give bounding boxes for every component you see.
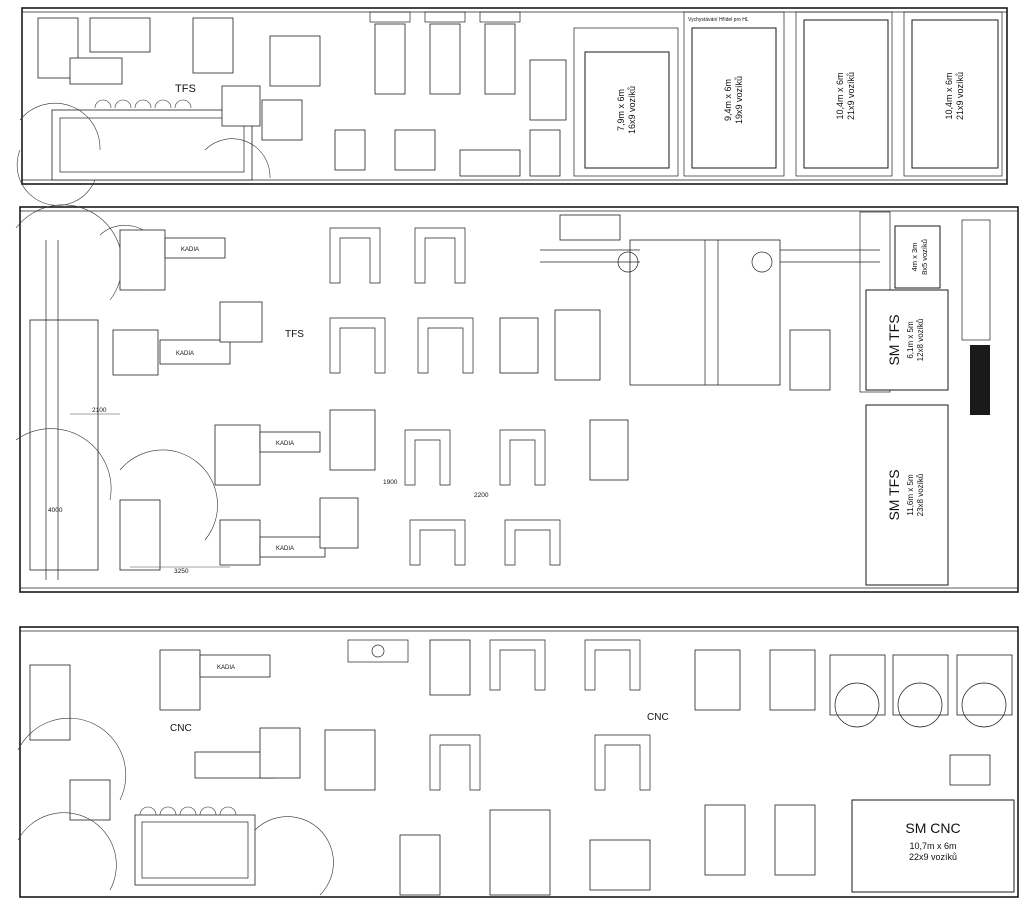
hall-1-tfs-label: TFS [175, 83, 196, 95]
dim-1900: 1900 [383, 479, 398, 486]
dim-2200: 2200 [474, 492, 489, 499]
hall-2-long-unit [29, 319, 99, 571]
sm-tfs-extra-capacity: 8x5 vozíků [920, 239, 929, 275]
hall-3: CNC KADIA CNC [17, 626, 1019, 898]
hall-1-workstations [334, 11, 567, 177]
sm-tfs-large-size: 11,6m x 5m [906, 474, 915, 516]
sm-tfs-extra: 4m x 3m 8x5 vozíků [894, 225, 941, 289]
hall-2-outline [19, 206, 1019, 593]
hall-3-cnc-label-right: CNC [647, 712, 669, 723]
sm-tfs-small: SM TFS 6,1m x 5m 12x8 vozíků [859, 211, 949, 393]
kadia-label-3: KADIA [276, 441, 294, 447]
hall-1: TFS Vychystávání Hřídel pro HL 7,9m x 6m… [16, 7, 1008, 206]
hall-1-header-note: Vychystávání Hřídel pro HL [688, 17, 749, 23]
dim-4000: 4000 [48, 507, 63, 514]
hall-3-machining-centers [694, 649, 1013, 876]
hall-3-outline [19, 626, 1019, 898]
sm-cnc-capacity: 22x9 vozíků [909, 852, 957, 862]
sm-tfs-large-title: SM TFS [886, 469, 902, 520]
hall-3-conveyor-cells [347, 639, 651, 896]
hall-1-storage-3: 10,4m x 6m 21x9 vozíků [795, 11, 893, 177]
storage-1-size: 7,9m x 6m [616, 89, 626, 131]
sm-tfs-extra-size: 4m x 3m [910, 243, 919, 272]
kadia-label-1: KADIA [181, 247, 199, 253]
sm-cnc-storage: SM CNC 10,7m x 6m 22x9 vozíků [851, 799, 1015, 893]
sm-cnc-size: 10,7m x 6m [909, 841, 956, 851]
hall-1-line-frame [51, 109, 253, 181]
sm-tfs-small-title: SM TFS [886, 314, 902, 365]
kadia-label-2: KADIA [176, 351, 194, 357]
sm-tfs-small-size: 6,1m x 5m [906, 321, 915, 359]
hall-2-central-cell [540, 214, 880, 391]
sm-cnc-title: SM CNC [905, 820, 960, 836]
storage-4-capacity: 21x9 vozíků [955, 72, 965, 120]
dim-2100: 2100 [92, 407, 107, 414]
kadia-label-4: KADIA [276, 546, 294, 552]
hall-2: KADIA KADIA KADIA KADIA TFS 2100 4000 32… [15, 204, 1019, 593]
sm-tfs-large: SM TFS 11,6m x 5m 23x8 vozíků [865, 404, 949, 586]
sm-tfs-small-capacity: 12x8 vozíků [916, 319, 925, 362]
storage-2-size: 9,4m x 6m [723, 79, 733, 121]
storage-1-capacity: 16x9 vozíků [627, 86, 637, 134]
sm-tfs-large-capacity: 23x8 vozíků [916, 474, 925, 517]
storage-4-size: 10,4m x 6m [944, 72, 954, 119]
storage-3-size: 10,4m x 6m [835, 72, 845, 119]
hall-1-storage-1: 7,9m x 6m 16x9 vozíků [573, 27, 679, 177]
hall-3-cnc-label-left: CNC [170, 723, 192, 734]
dim-3250: 3250 [174, 568, 189, 575]
storage-2-capacity: 19x9 vozíků [734, 76, 744, 124]
hall-2-conveyor-cells [329, 227, 629, 566]
storage-3-capacity: 21x9 vozíků [846, 72, 856, 120]
hall-2-tfs-label: TFS [285, 329, 304, 340]
hall-1-storage-2: 9,4m x 6m 19x9 vozíků [683, 11, 785, 177]
hall-1-storage-4: 10,4m x 6m 21x9 vozíků [903, 11, 1003, 177]
kadia-label-5: KADIA [217, 665, 235, 671]
hall-1-outline [21, 7, 1008, 185]
hall-3-press-unit [134, 814, 256, 886]
